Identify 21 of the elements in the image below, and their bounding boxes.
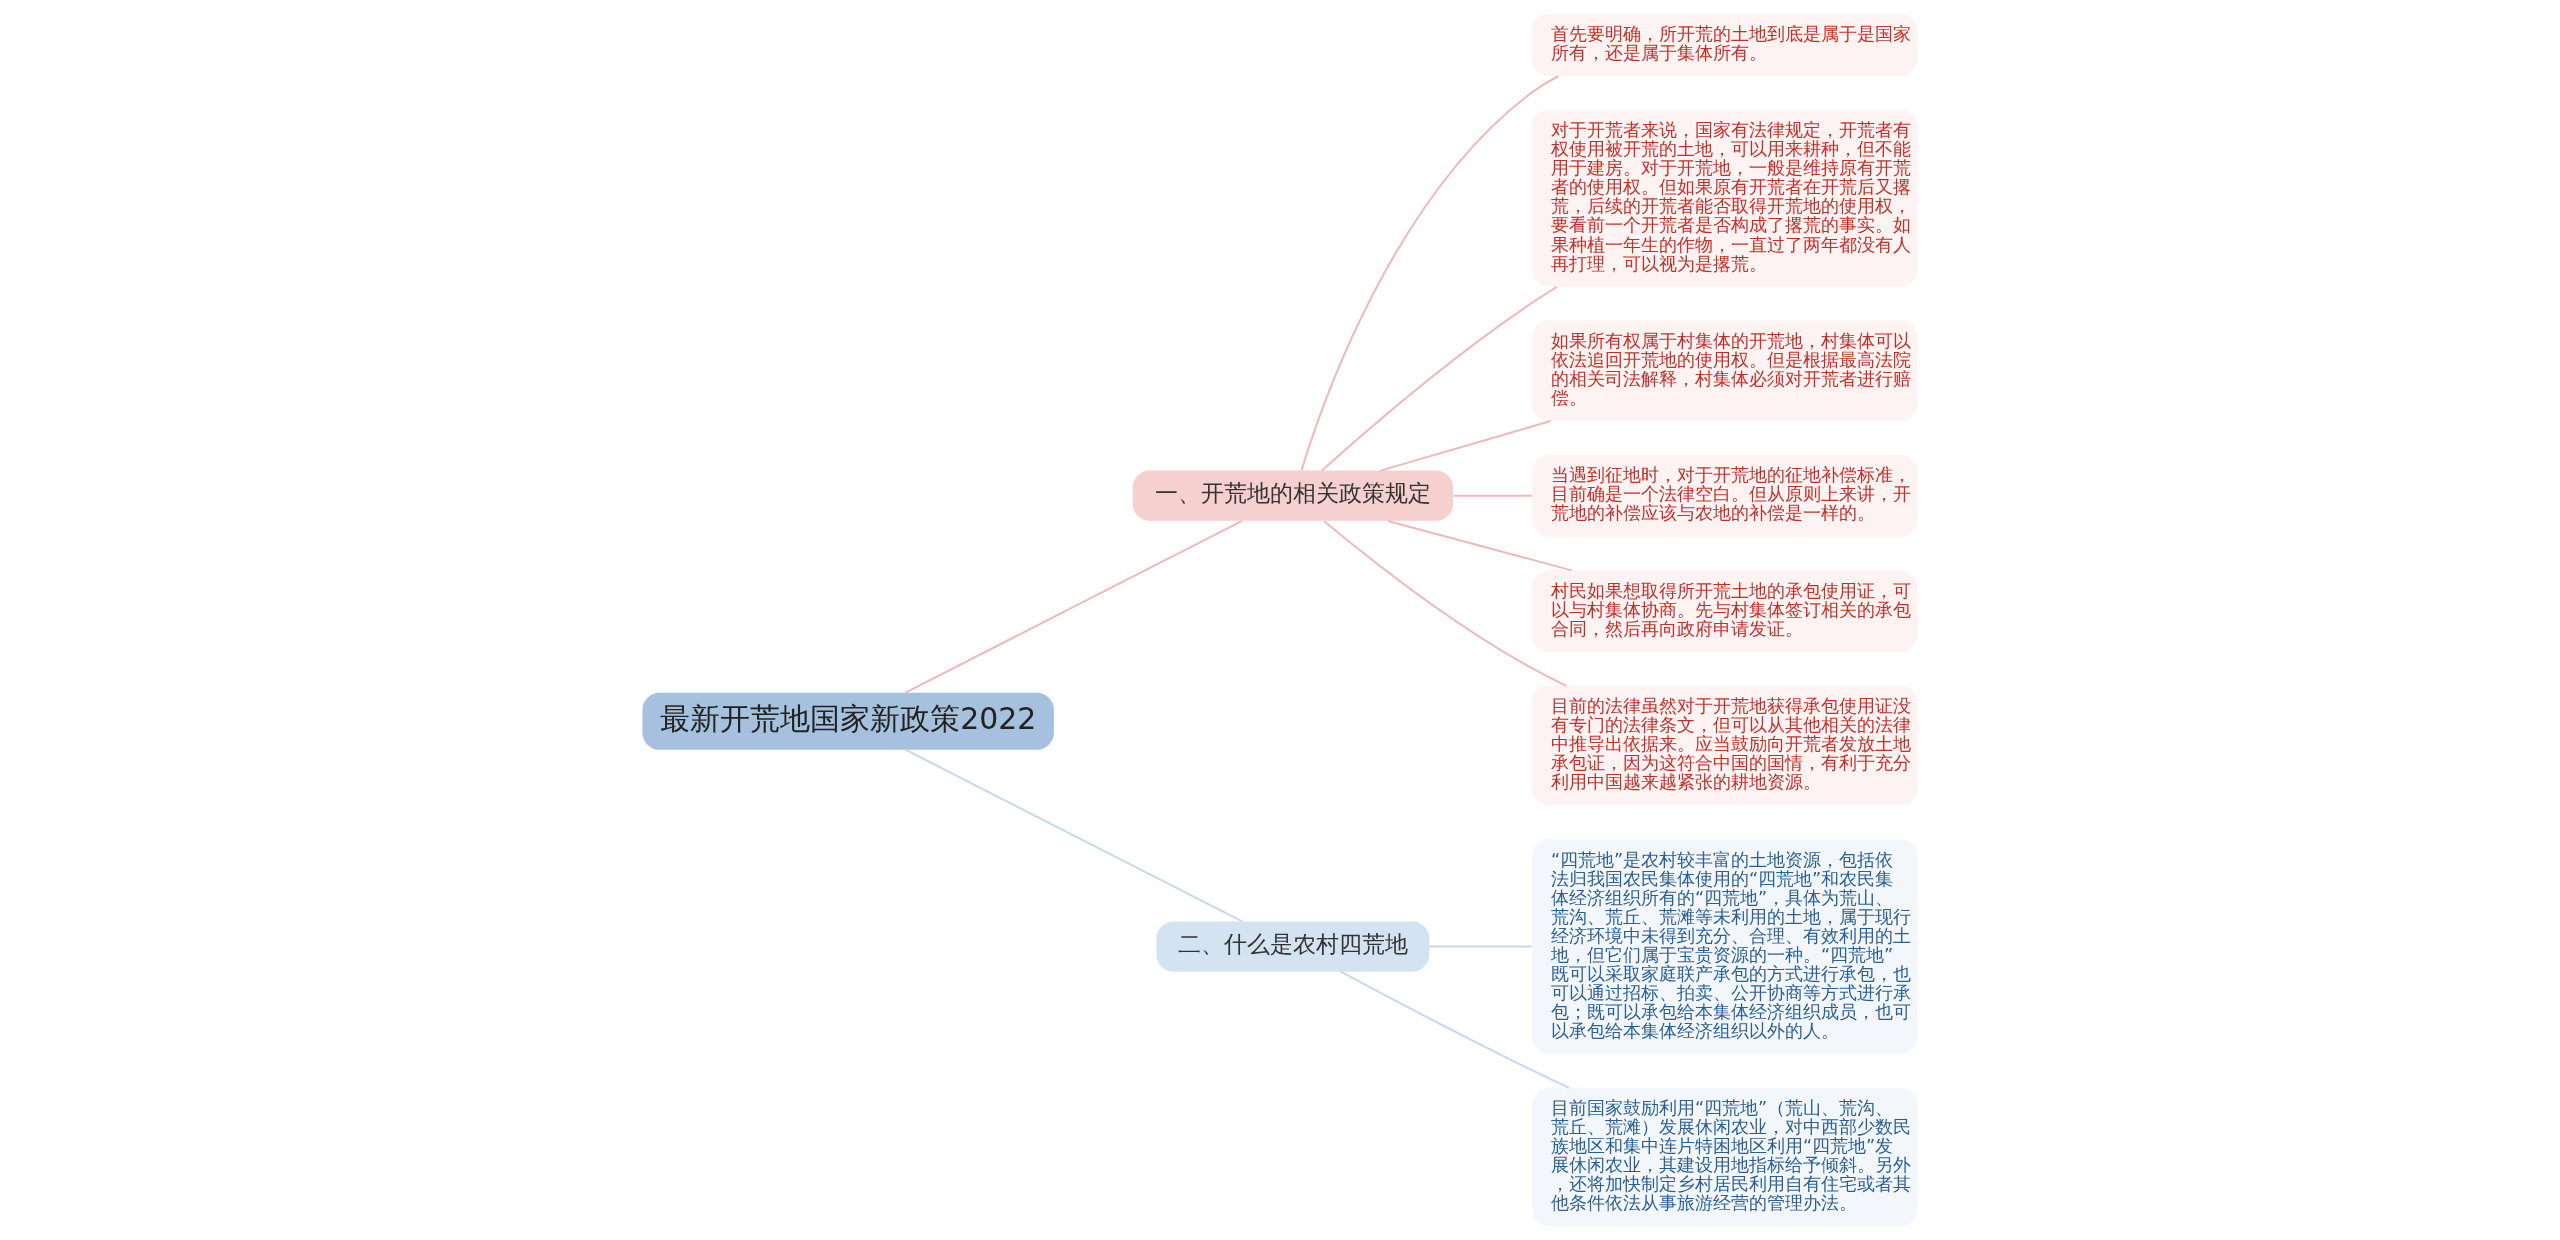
node-box: 二、什么是农村四荒地 xyxy=(1156,921,1430,972)
node-box: 对于开荒者来说，国家有法律规定，开荒者有权使用被开荒的土地，可以用来耕种，但不能用于建房。对于开荒地，一般是维持原有开荒者的使用权。但如果原有开荒者在开荒后又撂荒，后续的开荒者能否取得开荒地的使用权，要看前一个开荒者是否构成了撂荒的事实。如果种植一年生的作物，一直过了两年都没有人再打理，可以视为是撂荒。 xyxy=(1531,110,1918,287)
connector xyxy=(1323,520,1567,687)
node-box: 当遇到征地时，对于开荒地的征地补偿标准，目前确是一个法律空白。但从原则上来讲，开荒地的补偿应该与农地的补偿是一样的。 xyxy=(1531,455,1918,537)
connector xyxy=(1380,420,1551,472)
node-box: 如果所有权属于村集体的开荒地，村集体可以依法追回开荒地的使用权。但是根据最高法院的相关司法解释，村集体必须对开荒者进行赔偿。 xyxy=(1531,320,1918,422)
node-box: 一、开荒地的相关政策规定 xyxy=(1132,470,1454,521)
connector xyxy=(1300,75,1559,471)
connector xyxy=(905,520,1243,694)
node-box: 目前国家鼓励利用“四荒地”（荒山、荒沟、荒丘、荒滩）发展休闲农业，对中西部少数民族地区和集中连片特困地区利用“四荒地”发展休闲农业，其建设用地指标给予倾斜。另外，还将加快制定乡村居民利用自有住宅或者其他条件依法从事旅游经营的管理办法。 xyxy=(1531,1087,1918,1227)
connector xyxy=(1453,494,1532,497)
connector xyxy=(905,748,1243,923)
node-box: 首先要明确，所开荒的土地到底是属于是国家所有，还是属于集体所有。 xyxy=(1531,13,1918,77)
connector xyxy=(1429,945,1532,948)
node-box: 村民如果想取得所开荒土地的承包使用证，可以与村集体协商。先与村集体签订相关的承包合同，然后再向政府申请发证。 xyxy=(1531,570,1918,652)
connector xyxy=(1321,286,1558,472)
node-box: 最新开荒地国家新政策2022 xyxy=(642,692,1054,750)
connector xyxy=(1340,970,1570,1089)
node-box: “四荒地”是农村较丰富的土地资源，包括依法归我国农民集体使用的“四荒地”和农民集体经济组织所有的“四荒地”，具体为荒山、荒沟、荒丘、荒滩等未利用的土地，属于现行经济环境中未得到充分、合理、有效利用的土地，但它们属于宝贵资源的一种。“四荒地”既可以采取家庭联产承包的方式进行承包，也可以通过招标、拍卖、公开协商等方式进行承包；既可以承包给本集体经济组织成员，也可以承包给本集体经济组织以外的人。 xyxy=(1531,839,1918,1054)
connector xyxy=(1387,519,1572,572)
node-box: 目前的法律虽然对于开荒地获得承包使用证没有专门的法律条文，但可以从其他相关的法律中推导出依据来。应当鼓励向开荒者发放土地承包证，因为这符合中国的国情，有利于充分利用中国越来越紧张的耕地资源。 xyxy=(1531,685,1918,806)
